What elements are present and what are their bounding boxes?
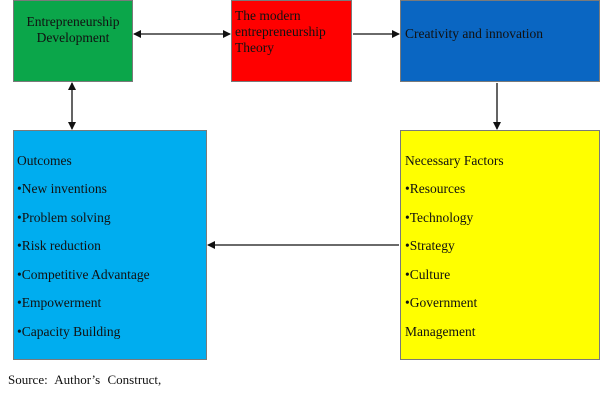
list-item: •Government: [405, 295, 477, 324]
list-item: •Problem solving: [17, 210, 150, 239]
list-item: •New inventions: [17, 181, 150, 210]
outcome-item-label: Problem solving: [21, 209, 111, 225]
bullet: •: [17, 181, 22, 196]
list-item: •Capacity Building: [17, 324, 150, 353]
factor-item-label: Government: [409, 295, 478, 310]
creativity-innovation-box: Creativity and innovation: [400, 0, 600, 82]
list-item: Management: [405, 324, 477, 353]
bullet: •: [405, 209, 410, 225]
source-caption: Source: Author’s Construct,: [8, 372, 162, 387]
outcomes-box: Outcomes •New inventions •Problem solvin…: [13, 130, 207, 360]
outcome-item-label: Competitive Advantage: [21, 266, 150, 282]
outcomes-title: Outcomes: [17, 153, 72, 168]
theory-line-3: Theory: [235, 40, 274, 55]
factors-list: •Resources •Technology •Strategy •Cultur…: [405, 181, 477, 352]
outcome-item-label: New inventions: [21, 181, 107, 196]
bullet: •: [17, 238, 22, 253]
bullet: •: [17, 295, 22, 310]
bullet: •: [405, 266, 410, 282]
list-item: •Competitive Advantage: [17, 267, 150, 296]
creativity-text: Creativity and innovation: [405, 26, 543, 41]
bullet: •: [405, 181, 410, 196]
modern-theory-box: The modern entrepreneurship Theory: [231, 0, 352, 82]
factor-item-label: Strategy: [409, 238, 455, 253]
factor-item-label: Resources: [409, 181, 466, 196]
bullet: •: [17, 209, 22, 225]
list-item: •Empowerment: [17, 295, 150, 324]
bullet: •: [17, 266, 22, 282]
outcome-item-label: Empowerment: [21, 295, 102, 310]
factor-item-label: Technology: [409, 209, 474, 225]
list-item: •Resources: [405, 181, 477, 210]
outcome-item-label: Risk reduction: [21, 238, 101, 253]
theory-line-2: entrepreneurship: [235, 24, 326, 39]
list-item: •Technology: [405, 210, 477, 239]
factor-item-label: Management: [405, 323, 476, 339]
theory-line-1: The modern: [235, 8, 301, 23]
list-item: •Risk reduction: [17, 238, 150, 267]
necessary-factors-box: Necessary Factors •Resources •Technology…: [400, 130, 600, 360]
outcome-item-label: Capacity Building: [21, 323, 121, 339]
list-item: •Culture: [405, 267, 477, 296]
bullet: •: [405, 238, 410, 253]
entrepreneurship-line-2: Development: [36, 30, 110, 45]
factors-title: Necessary Factors: [405, 153, 504, 168]
bullet: •: [405, 295, 410, 310]
list-item: •Strategy: [405, 238, 477, 267]
factor-item-label: Culture: [409, 266, 451, 282]
outcomes-list: •New inventions •Problem solving •Risk r…: [17, 181, 150, 352]
entrepreneurship-line-1: Entrepreneurship: [26, 14, 120, 29]
bullet: •: [17, 323, 22, 339]
entrepreneurship-development-box: Entrepreneurship Development: [13, 0, 133, 82]
